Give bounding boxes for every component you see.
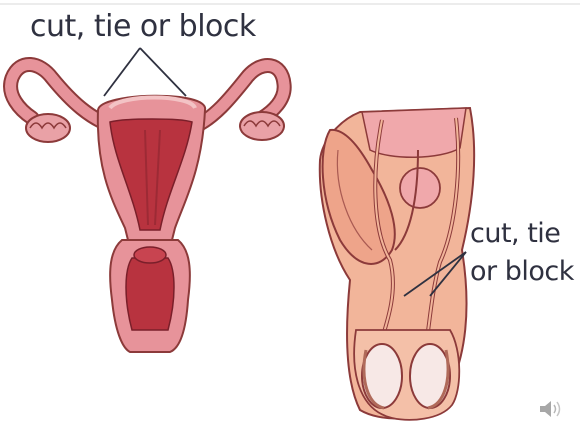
prostate bbox=[400, 168, 440, 208]
male-reproductive-system bbox=[320, 108, 474, 420]
speaker-icon[interactable] bbox=[538, 397, 564, 421]
female-reproductive-system bbox=[11, 48, 285, 352]
cervix bbox=[134, 247, 166, 263]
left-ovary bbox=[26, 114, 70, 142]
female-annotation-label: cut, tie or block bbox=[30, 12, 256, 42]
left-testis bbox=[362, 344, 402, 408]
right-testis bbox=[410, 344, 450, 408]
pointer-line-right bbox=[140, 48, 186, 96]
pointer-line-left bbox=[104, 48, 140, 96]
male-annotation-label-line2: or block bbox=[470, 258, 574, 285]
right-ovary bbox=[240, 112, 284, 140]
male-annotation-label-line1: cut, tie bbox=[470, 220, 560, 247]
